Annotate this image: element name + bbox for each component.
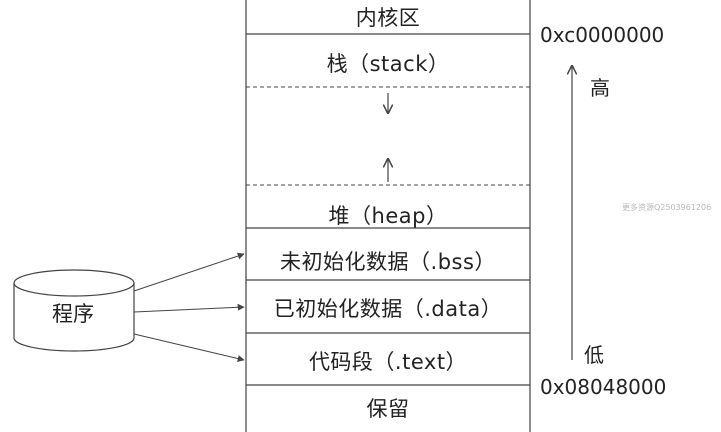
segment-bss: 未初始化数据（.bss） <box>280 250 496 274</box>
segment-heap: 堆（heap） <box>328 204 448 228</box>
high-address-label: 高 <box>590 76 610 100</box>
segment-text: 代码段（.text） <box>308 350 468 374</box>
segment-reserved: 保留 <box>366 397 410 421</box>
program-to-text-arrow-icon <box>133 333 245 362</box>
segment-kernel: 内核区 <box>355 6 421 30</box>
program-to-data-arrow-icon <box>133 303 245 313</box>
top-address-label: 0xc0000000 <box>540 23 665 47</box>
bottom-address-label: 0x08048000 <box>540 375 667 399</box>
segment-stack: 栈（stack） <box>326 52 450 76</box>
watermark-text: 更多资源Q2503961206 <box>622 203 712 212</box>
program-label: 程序 <box>52 302 94 326</box>
program-to-bss-arrow-icon <box>133 252 245 292</box>
program-cylinder-icon <box>13 269 135 352</box>
segment-data: 已初始化数据（.data） <box>273 297 503 321</box>
low-address-label: 低 <box>584 343 604 367</box>
